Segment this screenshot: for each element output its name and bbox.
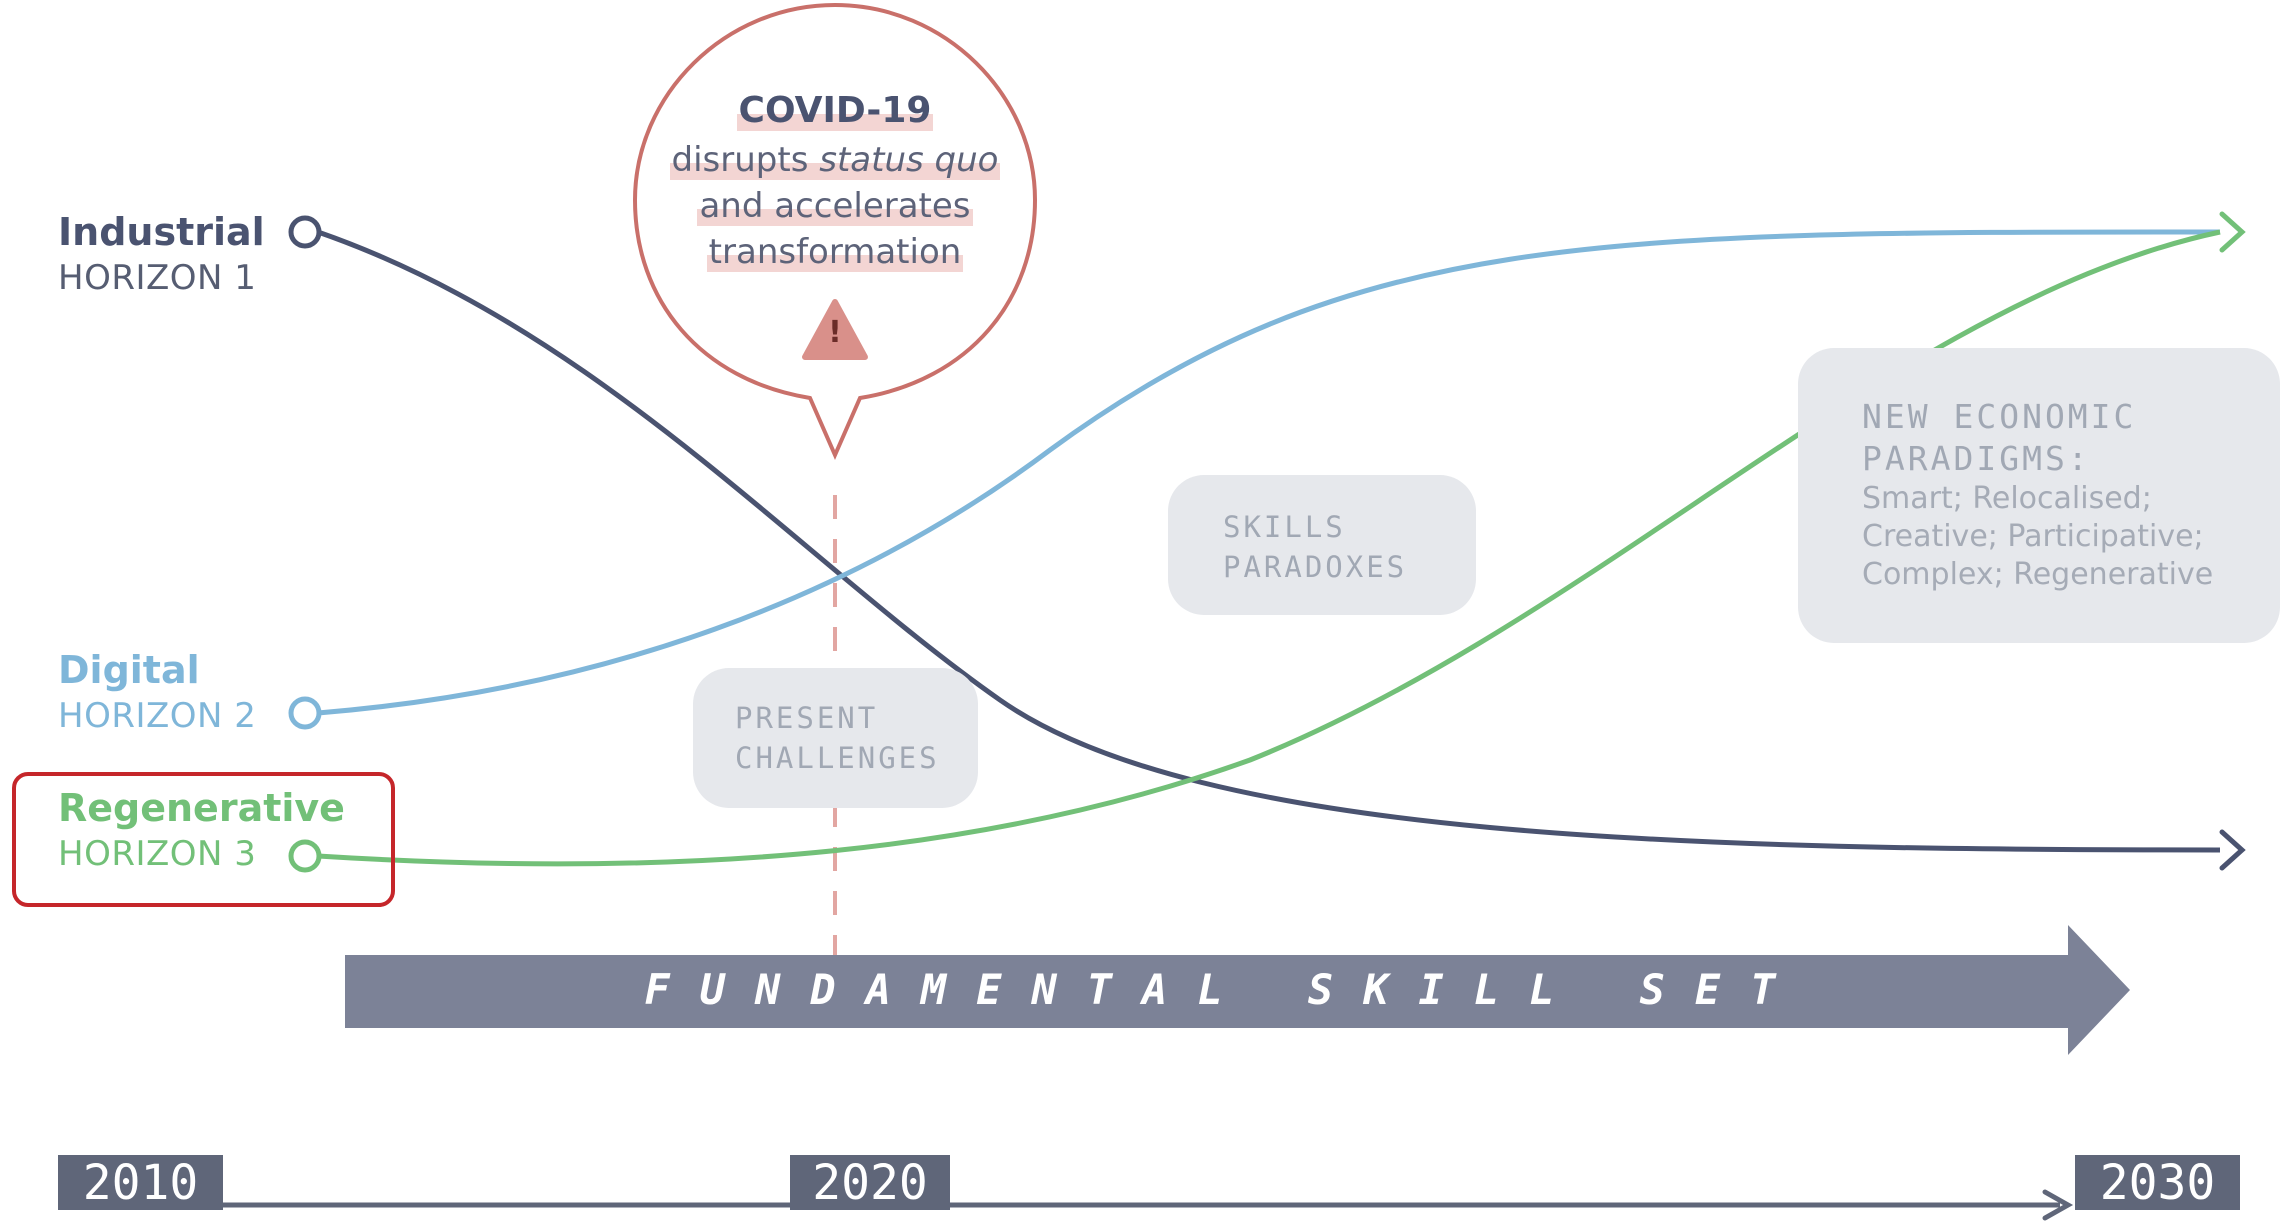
skill-set-label: FUNDAMENTAL SKILL SET [644, 965, 1806, 1014]
industrial-title: Industrial [58, 210, 265, 254]
digital-title: Digital [58, 648, 200, 692]
skills-paradoxes-box: SKILLS PARADOXES [1168, 475, 1476, 615]
shared-arrowhead [2219, 211, 2246, 253]
economic-body-2: Creative; Participative; [1862, 519, 2204, 554]
industrial-start-circle [288, 215, 322, 249]
economic-body-3: Complex; Regenerative [1862, 557, 2214, 592]
covid-line-3: transformation [706, 232, 964, 272]
regenerative-title: Regenerative [58, 786, 345, 830]
digital-start-circle [288, 696, 322, 730]
regenerative-highlight-box [12, 772, 395, 907]
regenerative-subtitle: HORIZON 3 [58, 834, 257, 874]
skill-set-arrow [345, 925, 2130, 1055]
economic-heading-2: PARADIGMS: [1862, 439, 2091, 478]
skills-line-1: SKILLS [1223, 510, 1346, 544]
warning-icon [802, 299, 868, 360]
covid-line-1: disrupts status quo [669, 140, 1001, 180]
year-2020: 2020 [790, 1155, 950, 1211]
present-line-1: PRESENT [735, 701, 879, 735]
covid-bubble [632, 2, 1038, 460]
digital-curve [317, 229, 2221, 716]
timeline-arrowhead [2042, 1189, 2074, 1221]
covid-title: COVID-19 [736, 90, 934, 131]
year-2030: 2030 [2075, 1155, 2240, 1211]
present-challenges-box: PRESENT CHALLENGES [693, 668, 978, 808]
warning-glyph: ! [828, 315, 842, 350]
year-2010: 2010 [58, 1155, 223, 1211]
digital-subtitle: HORIZON 2 [58, 696, 257, 736]
economic-heading-1: NEW ECONOMIC [1862, 397, 2137, 436]
present-line-2: CHALLENGES [735, 741, 940, 775]
regenerative-start-circle [288, 839, 322, 873]
industrial-arrowhead [2219, 829, 2246, 871]
industrial-curve [317, 229, 2221, 853]
new-economic-paradigms-box: NEW ECONOMIC PARADIGMS: Smart; Relocalis… [1798, 348, 2280, 643]
economic-body-1: Smart; Relocalised; [1862, 481, 2152, 516]
skills-line-2: PARADOXES [1223, 550, 1408, 584]
covid-line-2: and accelerates [697, 186, 973, 226]
industrial-subtitle: HORIZON 1 [58, 258, 257, 298]
